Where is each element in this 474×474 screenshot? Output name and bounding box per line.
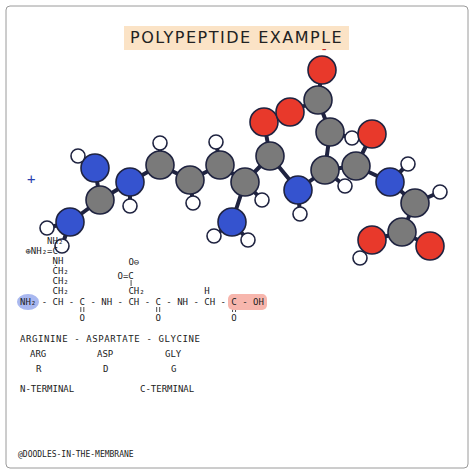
formula-text: NH₂ — [47, 236, 63, 246]
atom-sphere — [241, 233, 255, 247]
terminal-label: N-TERMINAL — [20, 384, 74, 394]
formula-text: ⊕NH₂=C — [25, 246, 58, 256]
atom-sphere — [255, 193, 269, 207]
atom-sphere — [256, 142, 284, 170]
atom-sphere — [40, 221, 54, 235]
atom-sphere — [308, 56, 336, 84]
atom-sphere — [209, 135, 223, 149]
atom-sphere — [345, 131, 359, 145]
atom-sphere — [433, 185, 447, 199]
atom-sphere — [376, 168, 404, 196]
title: POLYPEPTIDE EXAMPLE — [124, 26, 349, 50]
atom-sphere — [218, 208, 246, 236]
atom-sphere — [231, 168, 259, 196]
n-terminus-group: NH₂ — [20, 297, 36, 307]
double-bond — [232, 307, 233, 312]
atom-sphere — [153, 136, 167, 150]
atom-sphere — [116, 168, 144, 196]
atom-spheres — [40, 56, 447, 265]
formula-text: CH₂ — [53, 286, 69, 296]
three-letter-code: GLY — [165, 349, 181, 359]
atom-sphere — [186, 196, 200, 210]
atom-sphere — [401, 157, 415, 171]
atom-sphere — [146, 151, 174, 179]
formula-text: O⊖ — [128, 257, 139, 267]
atom-sphere — [176, 166, 204, 194]
double-bond — [235, 307, 236, 312]
atom-sphere — [342, 152, 370, 180]
atom-sphere — [293, 207, 307, 221]
double-bond — [80, 307, 81, 312]
atom-sphere — [207, 229, 221, 243]
atom-sphere — [56, 208, 84, 236]
formula-text: CH₂ — [128, 286, 144, 296]
atom-sphere — [338, 179, 352, 193]
carbonyl-oxygen: O — [231, 313, 236, 323]
formula-text: H — [204, 286, 209, 296]
double-bond — [156, 307, 157, 312]
atom-sphere — [388, 218, 416, 246]
atom-sphere — [416, 232, 444, 260]
formula-text: CH₂ — [53, 266, 69, 276]
formula-text: CH₂ — [53, 276, 69, 286]
atom-sphere — [123, 199, 137, 213]
carbonyl-oxygen: O — [156, 313, 161, 323]
three-letter-code: ASP — [97, 349, 113, 359]
atom-sphere — [358, 226, 386, 254]
double-bond — [159, 307, 160, 312]
c-terminus-group: C - OH — [231, 297, 264, 307]
atom-sphere — [401, 189, 429, 217]
charge-sign: - — [320, 44, 328, 54]
atom-sphere — [250, 108, 278, 136]
formula-text: - CH - C - NH - CH - C - NH - CH - — [42, 297, 226, 307]
formula-text: O=C — [118, 271, 134, 281]
charge-sign: + — [27, 174, 35, 184]
atom-sphere — [86, 186, 114, 214]
atom-sphere — [284, 176, 312, 204]
atom-sphere — [311, 156, 339, 184]
one-letter-code: R — [36, 364, 41, 374]
atom-sphere — [71, 149, 85, 163]
double-bond — [83, 307, 84, 312]
atom-sphere — [206, 151, 234, 179]
residue-names: ARGININE - ASPARTATE - GLYCINE — [20, 334, 201, 344]
three-letter-code: ARG — [30, 349, 46, 359]
bond-sticks — [47, 70, 440, 258]
formula-text: NH — [53, 256, 64, 266]
one-letter-code: D — [103, 364, 108, 374]
atom-sphere — [304, 86, 332, 114]
atom-sphere — [358, 120, 386, 148]
atom-sphere — [316, 118, 344, 146]
terminal-label: C-TERMINAL — [140, 384, 194, 394]
atom-sphere — [276, 98, 304, 126]
watermark: @DOODLES-IN-THE-MEMBRANE — [18, 450, 134, 460]
atom-sphere — [353, 251, 367, 265]
frame — [6, 6, 468, 468]
carbonyl-oxygen: O — [80, 313, 85, 323]
one-letter-code: G — [171, 364, 176, 374]
